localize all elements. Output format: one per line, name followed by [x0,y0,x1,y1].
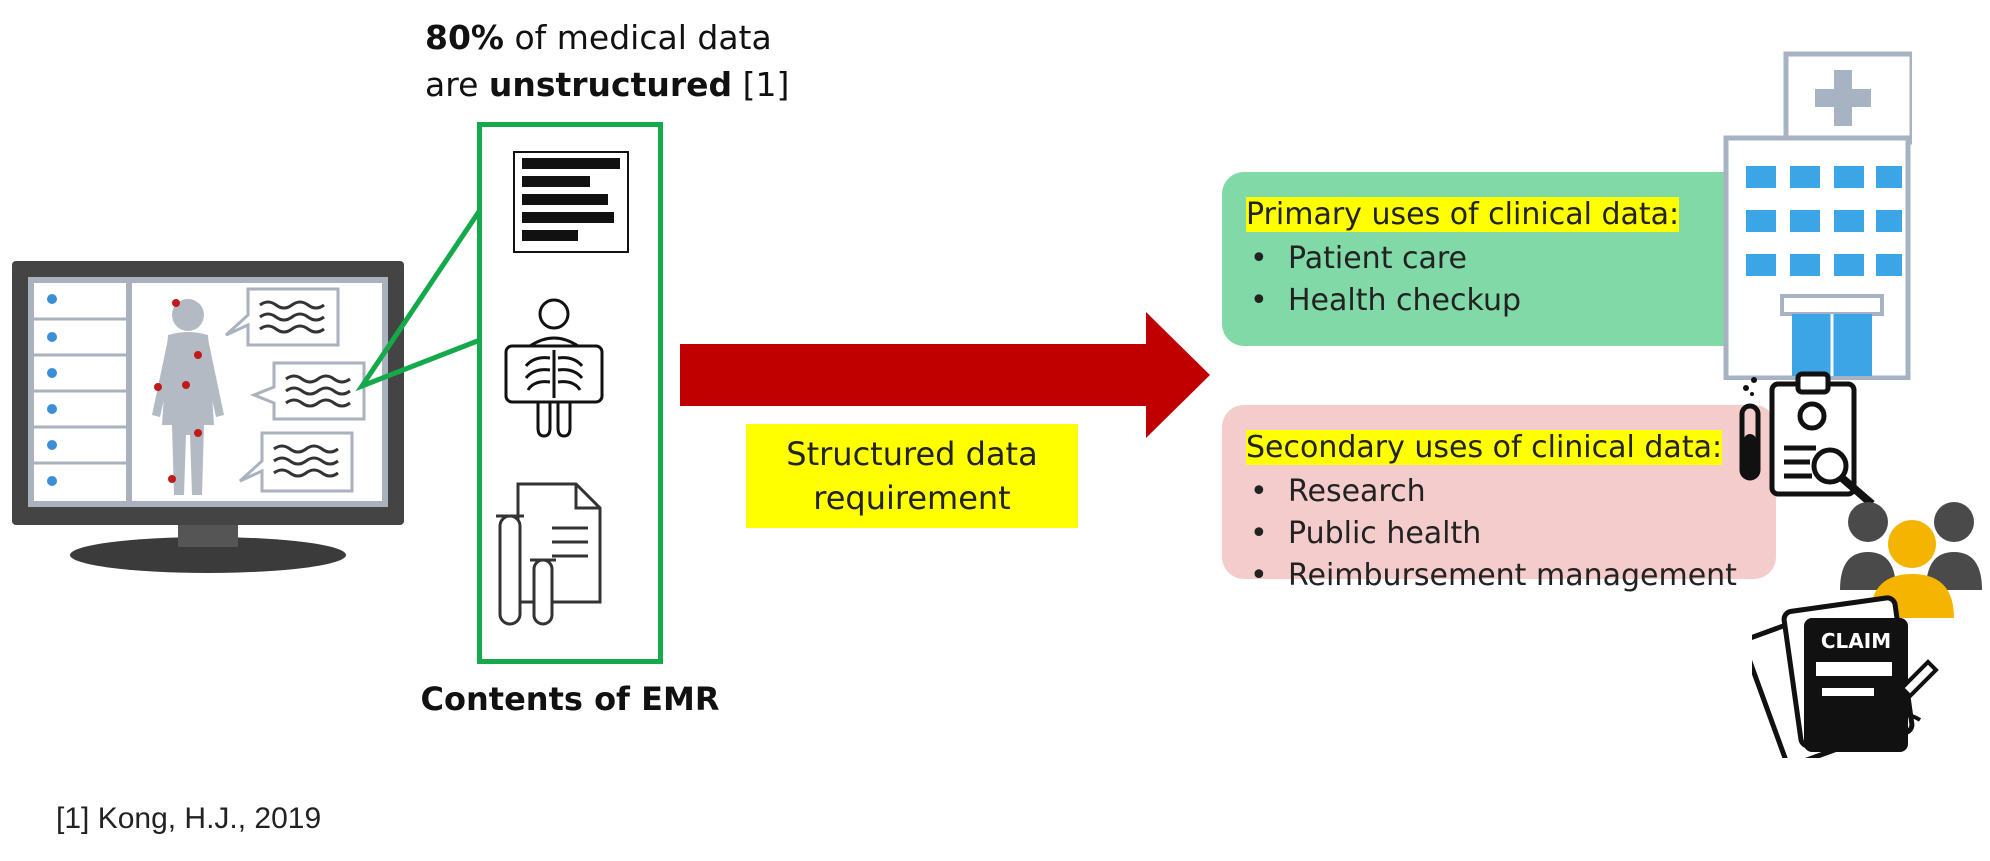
primary-uses-title: Primary uses of clinical data: [1246,197,1680,232]
emr-contents-frame [477,122,663,664]
primary-uses-list: Patient care Health checkup [1246,238,1752,322]
hospital-icon [1723,51,1912,380]
secondary-uses-box: Secondary uses of clinical data: Researc… [1222,405,1776,597]
monitor-stand-base [70,537,346,573]
bubble-squiggles [259,300,351,478]
list-item: Reimbursement management [1246,555,1752,597]
emr-caption: Contents of EMR [420,680,720,718]
speech-bubbles [224,287,366,493]
lab-report-icon [496,482,602,626]
structured-data-requirement-box: Structured data requirement [746,424,1078,528]
sidebar-dots [47,294,57,486]
primary-uses-box: Primary uses of clinical data: Patient c… [1222,172,1776,346]
flow-arrow [680,312,1210,438]
stat-bold-word: unstructured [488,65,733,104]
stat-text-1: of medical data [504,18,772,57]
requirement-line-2: requirement [813,479,1011,517]
secondary-uses-list: Research Public health Reimbursement man… [1246,471,1752,597]
citation: [1] Kong, H.J., 2019 [56,802,322,835]
text-document-icon [513,151,629,253]
unstructured-data-statistic: 80% of medical data are unstructured [1] [425,14,789,108]
requirement-line-1: Structured data [786,435,1038,473]
body-markers [154,299,202,483]
human-body-icon [152,299,224,495]
research-clipboard-icon [1739,371,1875,508]
claim-document-icon: CLAIM [1752,595,1939,758]
secondary-uses-title: Secondary uses of clinical data: [1246,430,1723,465]
claim-label: CLAIM [1821,629,1891,653]
chest-xray-icon [504,298,604,438]
stat-percent: 80% [425,18,504,57]
list-item: Research [1246,471,1752,513]
emr-callout-pointer [355,208,483,392]
ehr-monitor-illustration [12,261,404,573]
list-item: Health checkup [1246,280,1752,322]
stat-text-2: are [425,65,489,104]
list-item: Public health [1246,513,1752,555]
stat-reference: [1] [732,65,790,104]
list-item: Patient care [1246,238,1752,280]
sidebar-rows [34,317,126,465]
